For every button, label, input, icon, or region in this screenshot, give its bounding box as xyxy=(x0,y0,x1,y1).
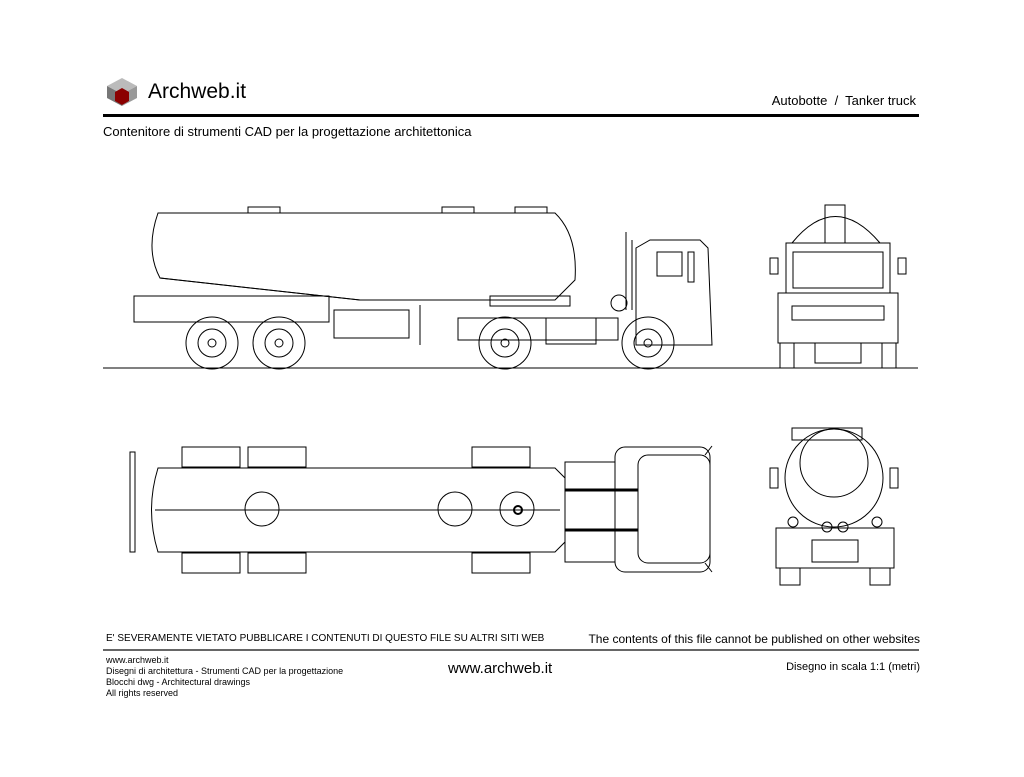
wheel xyxy=(185,316,239,370)
drawing-title: Autobotte / Tanker truck xyxy=(771,93,916,108)
brand-name: Archweb.it xyxy=(148,80,247,103)
wheel xyxy=(621,316,675,370)
info-line: Disegni di architettura - Strumenti CAD … xyxy=(106,666,344,676)
warning-english: The contents of this file cannot be publ… xyxy=(588,632,920,646)
wheel xyxy=(478,316,532,370)
wheel xyxy=(252,316,306,370)
info-line: Blocchi dwg - Architectural drawings xyxy=(106,677,251,687)
front-view-drawing xyxy=(769,204,907,369)
top-view-drawing xyxy=(129,445,713,574)
website-link[interactable]: www.archweb.it xyxy=(448,660,553,677)
logo-icon xyxy=(107,78,137,106)
info-line: All rights reserved xyxy=(106,688,179,698)
warning-italian: E' SEVERAMENTE VIETATO PUBBLICARE I CONT… xyxy=(106,633,545,644)
subtitle: Contenitore di strumenti CAD per la prog… xyxy=(103,124,472,139)
header-divider xyxy=(103,114,919,117)
footer-divider xyxy=(103,649,919,651)
footer-info: www.archweb.it Disegni di architettura -… xyxy=(106,655,343,699)
rear-view-drawing xyxy=(769,427,899,586)
info-line: www.archweb.it xyxy=(106,655,169,665)
scale-note: Disegno in scala 1:1 (metri) xyxy=(786,661,920,673)
